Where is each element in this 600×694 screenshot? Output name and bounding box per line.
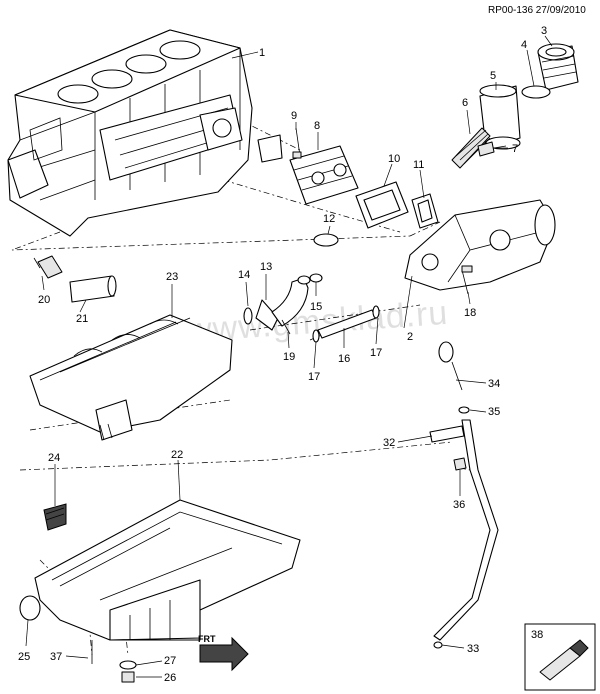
seal-15 [309, 273, 323, 283]
housing-gasket [411, 193, 439, 229]
callout-25: 25 [18, 651, 30, 663]
oil-filter-housing [404, 199, 556, 291]
callout-24: 24 [48, 452, 60, 464]
front-marker-label: FRT [198, 634, 216, 644]
o-ring-4 [521, 85, 551, 99]
callout-12: 12 [323, 213, 335, 225]
seal-33 [433, 641, 443, 649]
dipstick [438, 341, 463, 391]
oil-filter-element [479, 84, 521, 150]
seal-35 [458, 406, 470, 414]
callout-labels: 1 2 3 4 5 6 7 8 9 10 11 12 13 14 15 16 1… [18, 25, 547, 684]
diagram-reference: RP00-136 27/09/2010 [488, 5, 586, 16]
seal-17b [372, 305, 380, 319]
callout-32: 32 [383, 437, 395, 449]
engine-block [7, 29, 283, 237]
callout-8: 8 [314, 120, 320, 132]
callout-17b: 17 [308, 371, 320, 383]
callout-17a: 17 [370, 347, 382, 359]
oil-pressure-sender [451, 127, 491, 169]
bolt-18 [461, 265, 473, 295]
crankcase-baffle [29, 314, 233, 441]
drain-plug-24 [43, 503, 67, 531]
callout-19: 19 [283, 351, 295, 363]
callout-14: 14 [238, 269, 250, 281]
dipstick-tube [429, 419, 499, 641]
callout-37: 37 [50, 651, 62, 663]
callout-23: 23 [166, 271, 178, 283]
callout-9: 9 [291, 110, 297, 122]
callout-3: 3 [541, 25, 547, 37]
leader-lines [25, 35, 553, 678]
seal-25 [19, 595, 41, 621]
callout-4: 4 [521, 39, 527, 51]
seal-ring-12 [313, 233, 339, 247]
callout-1: 1 [259, 47, 265, 59]
sensor-20 [33, 255, 63, 279]
callout-22: 22 [171, 449, 183, 461]
callout-34: 34 [488, 378, 500, 390]
callout-13: 13 [260, 261, 272, 273]
bolt-9 [292, 127, 302, 159]
callout-35: 35 [488, 406, 500, 418]
callout-33: 33 [467, 643, 479, 655]
callout-10: 10 [388, 153, 400, 165]
front-direction-marker: FRT [198, 634, 249, 672]
seal-14 [243, 307, 253, 325]
callout-36: 36 [453, 499, 465, 511]
callout-26: 26 [164, 672, 176, 684]
callout-18: 18 [464, 307, 476, 319]
washer-27 [119, 660, 137, 670]
bolt-19 [281, 319, 291, 335]
oil-filter-cap [537, 43, 579, 91]
sleeve-21 [69, 275, 117, 303]
drain-bolt-26 [121, 671, 135, 683]
sealant-inset [524, 623, 596, 691]
callout-2: 2 [407, 331, 413, 343]
oil-pan [34, 499, 301, 641]
oil-pipe [255, 275, 311, 331]
callout-21: 21 [76, 313, 88, 325]
callout-16: 16 [338, 353, 350, 365]
callout-15: 15 [310, 301, 322, 313]
callout-27: 27 [164, 655, 176, 667]
callout-20: 20 [38, 294, 50, 306]
oil-cooler [289, 145, 359, 205]
bolt-36 [453, 457, 467, 471]
callout-6: 6 [462, 97, 468, 109]
callout-7: 7 [512, 143, 518, 155]
seal-17a [312, 329, 320, 343]
callout-38: 38 [531, 629, 543, 641]
cooler-gasket [355, 181, 409, 229]
callout-11: 11 [413, 159, 424, 171]
callout-5: 5 [490, 70, 496, 82]
